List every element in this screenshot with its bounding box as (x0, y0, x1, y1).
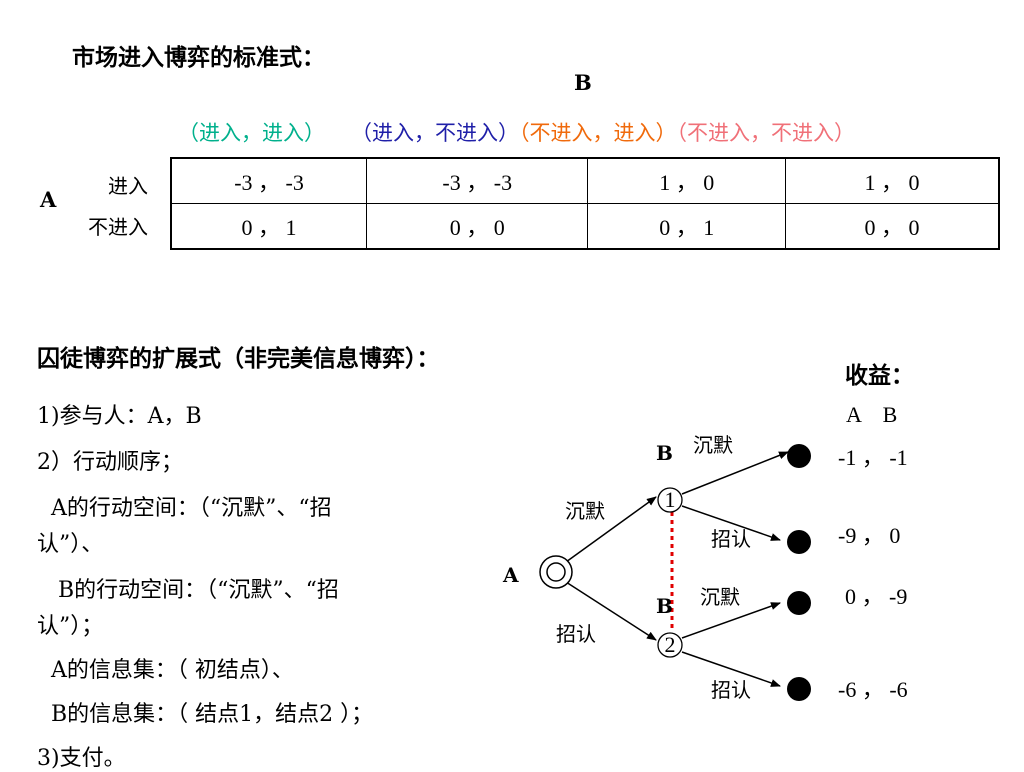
payoff-3: 0 ， -9 (845, 584, 907, 609)
edge-n2-silent (681, 602, 781, 639)
extensive-form-title: 囚徒博弈的扩展式（非完美信息博弈）： (37, 345, 440, 372)
payoff-2: -9 ， 0 (838, 523, 900, 548)
matrix-cell: -3 ， -3 (366, 157, 589, 204)
b-action-label-1: 沉默 (693, 433, 733, 457)
a-action-confess-label: 招认 (556, 622, 596, 646)
edge-a-confess (565, 581, 657, 641)
matrix-cell: 0 ， 0 (785, 203, 1000, 250)
payoff-players: A B (846, 402, 898, 427)
b-action-label-3: 沉默 (700, 585, 740, 609)
a-strategy-not-enter: 不进入 (88, 215, 148, 239)
table-row: 0 ， 1 0 ， 0 0 ， 1 0 ， 0 (170, 203, 1000, 250)
root-player-label: A (502, 563, 519, 587)
node-1 (657, 487, 683, 513)
b-strategy-row: （进入，进入） （进入，不进入）（不进入，进入）（不进入，不进入） (178, 117, 855, 147)
b-strategy-1: （进入，进入） (178, 121, 325, 145)
list-line-6: 认”）； (37, 614, 104, 639)
node-2-player-label: B (656, 594, 673, 618)
matrix-cell: 0 ， 0 (366, 203, 589, 250)
a-action-silent-label: 沉默 (565, 499, 605, 523)
node-2-number: 2 (665, 632, 676, 657)
matrix-title: 市场进入博弈的标准式： (72, 44, 325, 71)
node-2 (657, 632, 683, 658)
a-strategy-enter: 进入 (108, 174, 148, 198)
payoff-matrix: -3 ， -3 -3 ， -3 1 ， 0 1 ， 0 0 ， 1 0 ， 0 … (170, 157, 1000, 250)
edge-n2-confess (681, 651, 781, 687)
terminal-node-1 (787, 444, 811, 468)
list-line-4: 认”）、 (37, 532, 104, 557)
list-line-9: 3)支付。 (37, 746, 126, 771)
list-line-1: 1)参与人：A，B (37, 404, 202, 429)
terminal-node-2 (787, 530, 811, 554)
player-a-label: A (40, 187, 57, 212)
matrix-cell: 1 ， 0 (785, 157, 1000, 204)
b-strategy-4: （不进入，不进入） (676, 121, 856, 145)
list-line-2: 2）行动顺序； (37, 450, 183, 475)
b-action-label-2: 招认 (711, 527, 751, 551)
edge-n1-silent (681, 451, 789, 495)
b-action-label-4: 招认 (711, 678, 751, 702)
payoff-4: -6 ， -6 (838, 677, 908, 702)
matrix-cell: 0 ， 1 (170, 203, 368, 250)
edge-a-silent (565, 496, 657, 563)
list-line-3: A的行动空间：（“沉默”、“招 (37, 496, 332, 521)
b-strategy-2: （进入，不进入） (351, 121, 519, 145)
player-b-label: B (574, 70, 592, 95)
edge-n1-confess (681, 505, 781, 541)
list-line-7: A的信息集：（ 初结点）、 (37, 658, 294, 683)
matrix-cell: 0 ， 1 (587, 203, 786, 250)
payoff-header: 收益： (845, 362, 914, 389)
matrix-cell: -3 ， -3 (170, 157, 368, 204)
payoff-1: -1 ， -1 (838, 445, 908, 470)
node-1-number: 1 (665, 487, 676, 512)
terminal-node-4 (787, 677, 811, 701)
root-node-inner (546, 562, 566, 582)
table-row: -3 ， -3 -3 ， -3 1 ， 0 1 ， 0 (170, 157, 1000, 204)
b-strategy-3: （不进入，进入） (519, 121, 677, 145)
node-1-player-label: B (656, 441, 673, 465)
terminal-node-3 (787, 591, 811, 615)
list-line-5: B的行动空间：（“沉默”、“招 (37, 578, 339, 603)
list-line-8: B的信息集：（ 结点1，结点2 ）； (37, 702, 374, 727)
